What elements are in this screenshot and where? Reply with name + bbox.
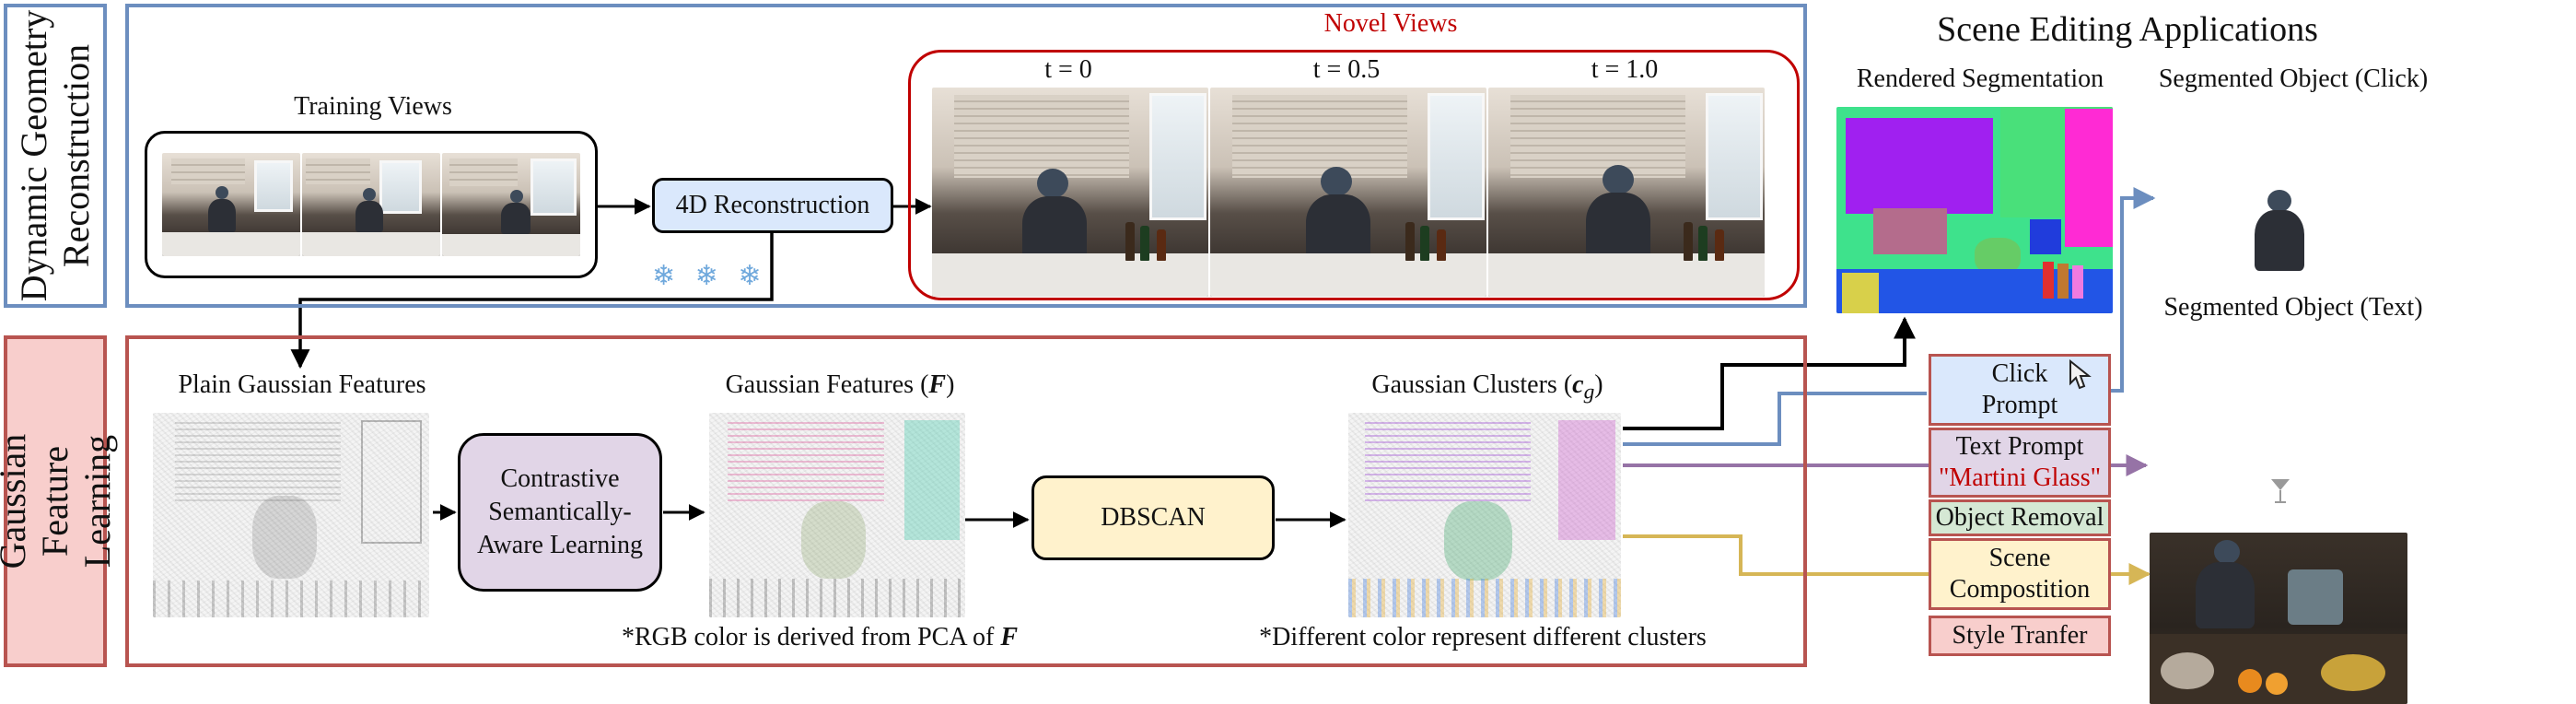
scene-composition-box: Scene Compostition <box>1929 538 2111 610</box>
contrastive-label-line-3: Aware Learning <box>476 531 644 559</box>
segmented-text-label: Segmented Object (Text) <box>2163 293 2423 322</box>
cluster-note: *Different color represent different clu… <box>1259 623 1707 651</box>
mouse-cursor-icon <box>2069 359 2092 390</box>
text-prompt-box: Text Prompt "Martini Glass" <box>1929 428 2111 498</box>
scene-composition-image <box>2150 533 2407 704</box>
arrow-clusters-to-segmentation <box>1623 316 1916 430</box>
object-removal-label: Object Removal <box>1935 503 2104 532</box>
martini-glass-icon <box>2271 479 2290 505</box>
gaussian-feature-frame <box>125 335 1807 667</box>
gaussian-clusters-prefix: Gaussian Clusters ( <box>1371 370 1573 399</box>
text-prompt-query: "Martini Glass" <box>1938 463 2102 492</box>
novel-view-image-t0 <box>932 88 1208 297</box>
arrow-click-to-segmented <box>2111 187 2156 393</box>
rendered-segmentation-label: Rendered Segmentation <box>1856 65 2104 93</box>
style-transfer-box: Style Tranfer <box>1929 616 2111 656</box>
novel-view-image-t1 <box>1488 88 1765 297</box>
novel-view-time-0: t = 0 <box>1044 55 1092 84</box>
training-view-image-2 <box>302 153 440 256</box>
section-label-gaussian-feature-text: Gaussian Feature Learning <box>0 433 118 569</box>
style-transfer-label: Style Tranfer <box>1952 621 2088 650</box>
gaussian-clusters-label: Gaussian Clusters (cg) <box>1340 370 1635 405</box>
section-label-dynamic-geometry-text: Dynamic Geometry Reconstruction <box>13 9 97 302</box>
gaussian-clusters-subscript: g <box>1583 380 1595 405</box>
segmented-click-label: Segmented Object (Click) <box>2158 65 2429 93</box>
novel-view-time-1: t = 0.5 <box>1312 55 1381 84</box>
click-prompt-line-1: Click <box>1991 359 2048 388</box>
pca-note: *RGB color is derived from PCA of F <box>599 623 1041 652</box>
reconstruction-box: 4D Reconstruction <box>652 178 893 233</box>
dbscan-box: DBSCAN <box>1032 475 1275 560</box>
training-views-label: Training Views <box>294 92 452 121</box>
reconstruction-label: 4D Reconstruction <box>675 191 870 219</box>
pca-note-symbol: F <box>1000 623 1019 651</box>
training-view-image-1 <box>162 153 300 256</box>
scene-composition-line-2: Compostition <box>1949 575 2091 604</box>
dynamic-geometry-frame <box>125 4 1807 308</box>
segmented-object-click-image <box>2247 184 2312 280</box>
gaussian-features-label: Gaussian Features (F) <box>693 370 987 400</box>
click-prompt-box: Click Prompt <box>1929 354 2111 426</box>
frozen-snowflake-icons: ❄ ❄ ❄ <box>652 260 767 292</box>
plain-features-label: Plain Gaussian Features <box>178 370 426 399</box>
contrastive-label-line-2: Semantically- <box>488 498 632 526</box>
arrow-clusters-to-click <box>1623 392 1927 446</box>
object-removal-box: Object Removal <box>1929 499 2111 536</box>
novel-views-title: Novel Views <box>1323 9 1458 38</box>
rendered-segmentation-image <box>1836 107 2113 313</box>
gaussian-features-suffix: ) <box>946 370 955 399</box>
gaussian-clusters-image <box>1348 413 1621 617</box>
gaussian-features-symbol: F <box>928 370 947 399</box>
text-prompt-label: Text Prompt <box>1955 432 2084 461</box>
arrow-recon-to-plain-features <box>290 227 774 370</box>
gaussian-clusters-suffix: ) <box>1594 370 1603 399</box>
novel-view-time-2: t = 1.0 <box>1591 55 1659 84</box>
click-prompt-line-2: Prompt <box>1981 391 2058 419</box>
section-label-dynamic-geometry: Dynamic Geometry Reconstruction <box>4 4 107 308</box>
gaussian-features-image <box>709 413 965 617</box>
dbscan-label: DBSCAN <box>1101 503 1206 532</box>
novel-view-image-t05 <box>1210 88 1486 297</box>
applications-title: Scene Editing Applications <box>1937 10 2318 49</box>
gaussian-clusters-symbol: c <box>1572 370 1584 399</box>
plain-features-image <box>153 413 429 617</box>
contrastive-learning-box: Contrastive Semantically- Aware Learning <box>458 433 662 592</box>
pca-note-text: *RGB color is derived from PCA of <box>621 623 1001 651</box>
gaussian-features-prefix: Gaussian Features ( <box>725 370 929 399</box>
scene-composition-line-1: Scene <box>1988 544 2051 572</box>
section-label-gaussian-feature: Gaussian Feature Learning <box>0 335 118 667</box>
novel-views-frame <box>908 50 1800 300</box>
contrastive-label-line-1: Contrastive <box>500 464 620 493</box>
training-view-image-3 <box>442 153 580 256</box>
